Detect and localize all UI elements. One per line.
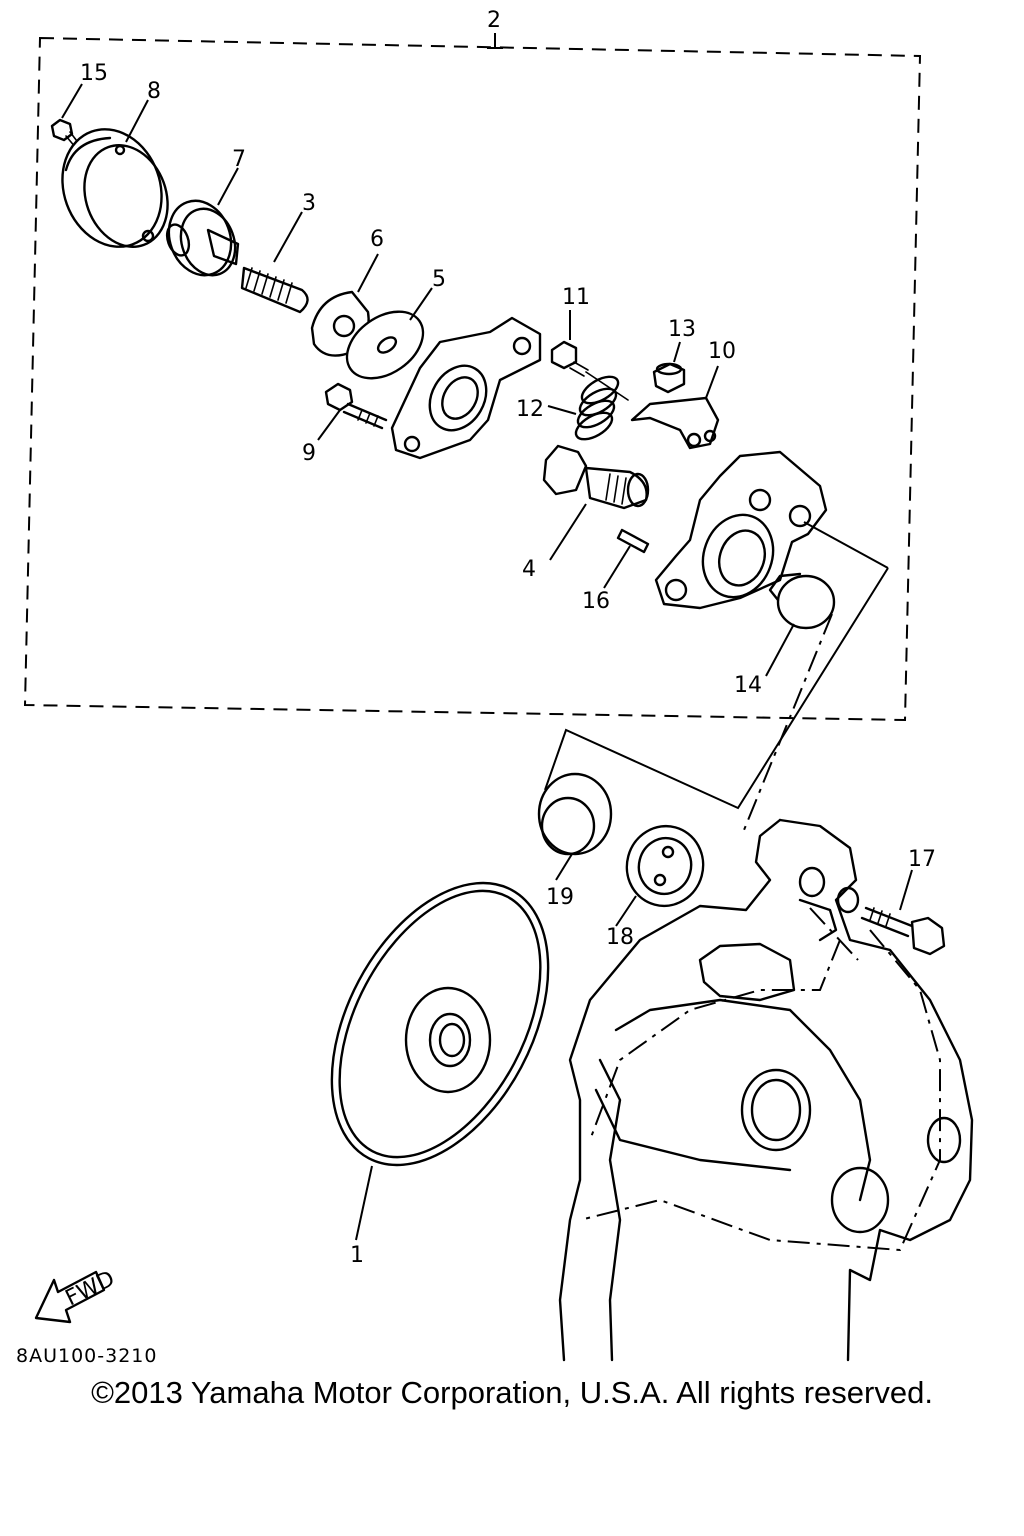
callout-1: 1: [350, 1243, 364, 1268]
callout-16: 16: [582, 589, 610, 614]
callout-17: 17: [908, 847, 936, 872]
housing-plate: [390, 316, 542, 460]
callout-18: 18: [606, 925, 634, 950]
centerline-upper: [743, 613, 833, 831]
callout-8: 8: [147, 79, 161, 104]
callout-12: 12: [516, 397, 544, 422]
callout-13: 13: [668, 317, 696, 342]
part-12-spring: [547, 375, 620, 441]
part-7-rotor: [165, 167, 240, 277]
callout-6: 6: [370, 227, 384, 252]
part-16-pin: [603, 528, 650, 589]
diagram-code: 8AU100-3210: [16, 1345, 157, 1367]
engine-crankcase: [558, 818, 974, 1362]
part-5-washer: [345, 287, 433, 380]
valve-body: [654, 450, 889, 610]
fwd-label: FWD: [62, 1266, 119, 1311]
callout-11: 11: [562, 285, 590, 310]
callout-3: 3: [302, 191, 316, 216]
part-4-spindle: [542, 444, 650, 561]
callout-10: 10: [708, 339, 736, 364]
copyright-notice: ©2013 Yamaha Motor Corporation, U.S.A. A…: [91, 1375, 933, 1410]
callout-14: 14: [734, 673, 762, 698]
part-18-seal: [615, 824, 705, 927]
part-17-bolt: [860, 869, 946, 956]
callout-9: 9: [302, 441, 316, 466]
callout-19: 19: [546, 885, 574, 910]
part-9-bolt: [317, 382, 388, 441]
part-14-cap: [765, 572, 836, 677]
part-1-disc: [330, 881, 550, 1241]
part-10-lever: [630, 365, 720, 450]
part-8-cover: [61, 99, 169, 248]
part-3-shaft: [240, 211, 309, 314]
part-15-bolt: [50, 83, 83, 149]
part-13-collar: [652, 341, 686, 394]
callout-7: 7: [232, 147, 246, 172]
part-11-bolt: [550, 310, 629, 401]
callout-2: 2: [487, 8, 501, 33]
callout-15: 15: [80, 61, 108, 86]
assembly-boundary: [23, 36, 922, 722]
part-19-cap: [537, 772, 613, 881]
callout-4: 4: [522, 557, 536, 582]
callout-5: 5: [432, 267, 446, 292]
fwd-arrow-icon: FWD: [34, 1266, 119, 1324]
